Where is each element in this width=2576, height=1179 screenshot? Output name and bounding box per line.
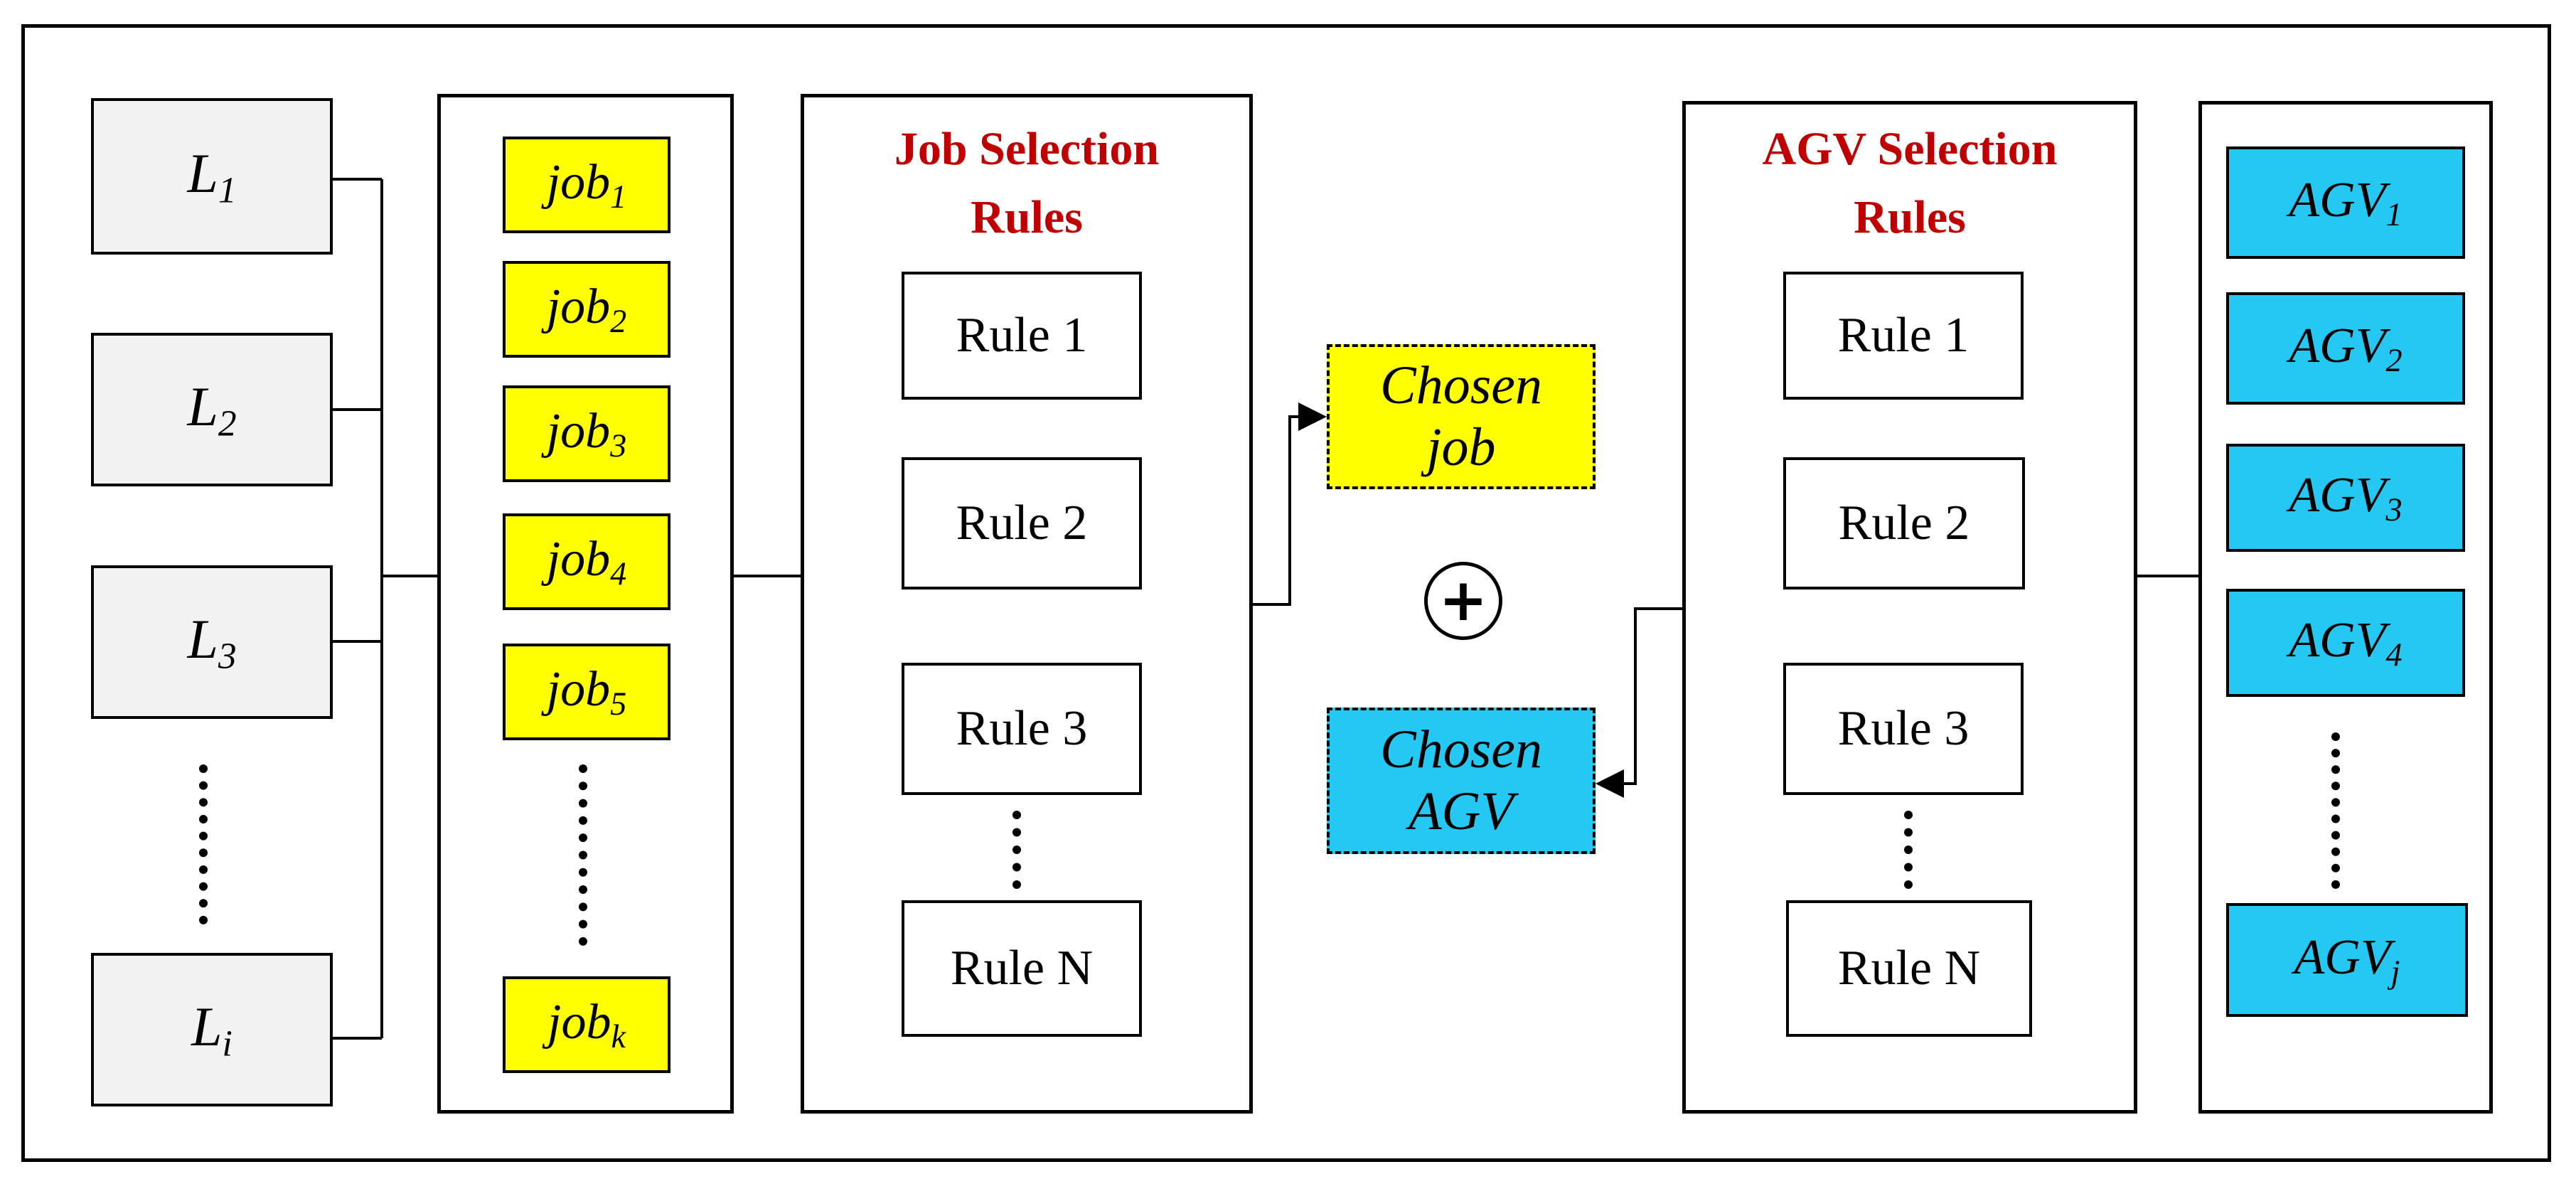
agv-rule-2: Rule 2	[1783, 457, 2025, 590]
job-label: job3	[546, 404, 627, 464]
job-selection-title: Job Selection Rules	[894, 123, 1160, 243]
line-box-1: L1	[91, 98, 333, 255]
agv-label: AGV2	[2289, 319, 2403, 378]
agv-rule-n: Rule N	[1786, 900, 2032, 1037]
agv-label: AGV4	[2289, 613, 2403, 673]
agv-label: AGV1	[2289, 173, 2403, 233]
agv-box-3: AGV3	[2226, 444, 2465, 552]
plus-icon: +	[1424, 562, 1502, 640]
agv-box-1: AGV1	[2226, 146, 2465, 259]
job-rule-ellipsis	[1012, 811, 1021, 889]
job-box-k: jobk	[503, 976, 670, 1073]
agv-rule-ellipsis	[1904, 811, 1913, 889]
job-box-1: job1	[503, 137, 670, 233]
job-rule-n: Rule N	[902, 900, 1142, 1037]
agv-selection-title: AGV Selection Rules	[1762, 123, 2058, 243]
line-box-i: Li	[91, 953, 333, 1106]
arrow-to-chosen-agv	[1596, 607, 1682, 798]
job-ellipsis	[579, 764, 587, 946]
job-label: job5	[546, 662, 627, 722]
agv-box-j: AGVj	[2226, 903, 2468, 1017]
line-box-2: L2	[91, 333, 333, 486]
job-label: job4	[546, 532, 627, 592]
job-rule-1: Rule 1	[902, 272, 1142, 400]
line-ellipsis	[199, 764, 208, 924]
line-label: L1	[187, 142, 237, 211]
line-label: Li	[191, 995, 233, 1065]
job-label: job1	[546, 155, 627, 215]
chosen-job-box: Chosen job	[1327, 344, 1596, 489]
line-label: L3	[187, 607, 237, 677]
agv-label: AGV3	[2289, 468, 2403, 528]
agv-box-2: AGV2	[2226, 292, 2465, 405]
agv-label: AGVj	[2294, 930, 2400, 990]
chosen-agv-box: Chosen AGV	[1327, 708, 1596, 854]
agv-box-4: AGV4	[2226, 589, 2465, 697]
line-box-3: L3	[91, 565, 333, 719]
line-label: L2	[187, 375, 237, 444]
job-label: jobk	[547, 995, 626, 1055]
job-box-2: job2	[503, 261, 670, 358]
agv-ellipsis	[2331, 732, 2340, 889]
job-rule-2: Rule 2	[902, 457, 1142, 590]
job-box-5: job5	[503, 644, 670, 740]
job-rule-3: Rule 3	[902, 663, 1142, 795]
agv-rule-1: Rule 1	[1783, 272, 2024, 400]
job-label: job2	[546, 279, 627, 339]
job-box-4: job4	[503, 513, 670, 610]
job-box-3: job3	[503, 385, 670, 482]
agv-rule-3: Rule 3	[1783, 663, 2024, 795]
arrow-to-chosen-job	[1253, 402, 1327, 606]
